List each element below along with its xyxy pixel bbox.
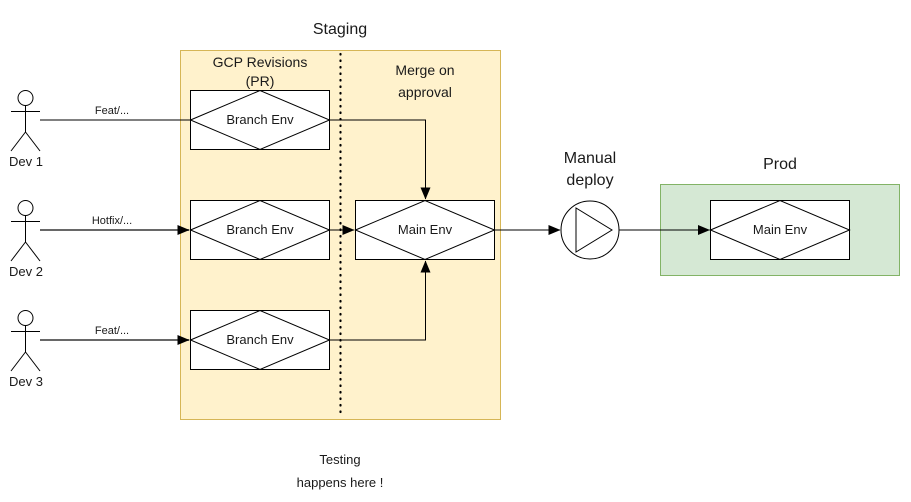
staging-title: Staging bbox=[312, 21, 368, 38]
merge-approval-label: Merge on approval bbox=[395, 62, 455, 100]
dev-3-head bbox=[17, 310, 34, 326]
prod-main-env-node bbox=[709, 199, 851, 261]
branch-type-label-1: Feat/... bbox=[94, 105, 130, 117]
env-label-staging-main: Main Env bbox=[397, 222, 453, 237]
branch-env-node-2 bbox=[189, 199, 331, 261]
branch-type-label-2: Hotfix/... bbox=[91, 215, 133, 227]
branch1-to-main-arrow bbox=[330, 119, 431, 200]
env-label-branch-3: Branch Env bbox=[226, 332, 294, 347]
dev-label-3: Dev 3 bbox=[9, 374, 43, 389]
prod-title: Prod bbox=[763, 156, 797, 173]
dev-1-head bbox=[17, 90, 34, 106]
dev-3-leg-right bbox=[25, 351, 41, 372]
env-label-branch-2: Branch Env bbox=[226, 222, 294, 237]
branch-env-diamond-3 bbox=[189, 309, 331, 371]
play-icon bbox=[575, 207, 613, 253]
env-label-branch-1: Branch Env bbox=[226, 112, 294, 127]
dev-2-head bbox=[17, 200, 34, 216]
branch-env-node-1 bbox=[189, 89, 331, 151]
dev-figure-2 bbox=[10, 200, 41, 262]
dev-2-leg-left bbox=[10, 241, 26, 262]
branch-type-label-3: Feat/... bbox=[94, 325, 130, 337]
dev-3-leg-left bbox=[10, 351, 26, 372]
branch3-to-main-arrow bbox=[330, 260, 431, 341]
dev-1-leg-right bbox=[25, 131, 41, 152]
dev-label-2: Dev 2 bbox=[9, 264, 43, 279]
prod-main-env-diamond bbox=[709, 199, 851, 261]
dev-1-leg-left bbox=[10, 131, 26, 152]
dev-2-leg-right bbox=[25, 241, 41, 262]
staging-main-env-node bbox=[354, 199, 496, 261]
env-label-prod-main: Main Env bbox=[752, 222, 808, 237]
dev-figure-3 bbox=[10, 310, 41, 372]
manual-deploy-label: Manual deploy bbox=[563, 150, 617, 189]
gcp-revisions-label: GCP Revisions (PR) bbox=[212, 54, 308, 89]
dev-figure-1 bbox=[10, 90, 41, 152]
branch-env-diamond-1 bbox=[189, 89, 331, 151]
branch-env-diamond-2 bbox=[189, 199, 331, 261]
staging-main-env-diamond bbox=[354, 199, 496, 261]
dev-label-1: Dev 1 bbox=[9, 154, 43, 169]
branch-env-node-3 bbox=[189, 309, 331, 371]
testing-note: Testing happens here ! bbox=[296, 452, 384, 490]
